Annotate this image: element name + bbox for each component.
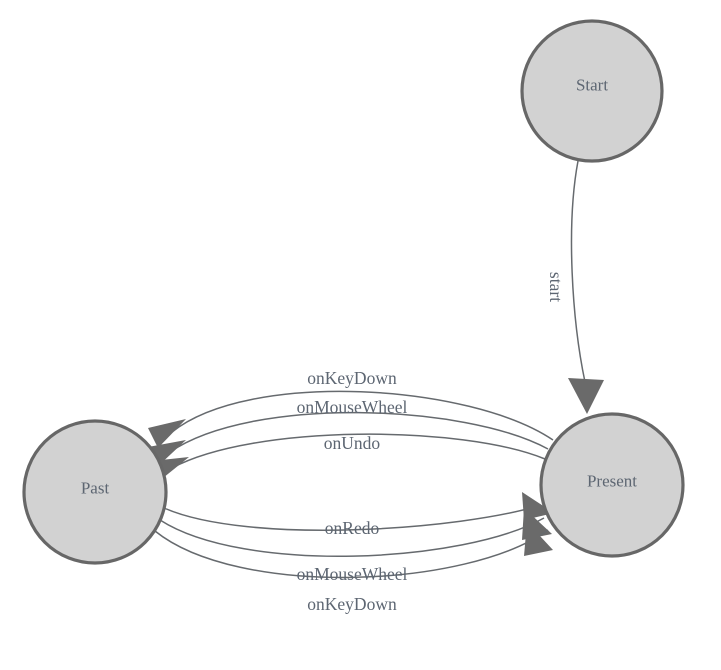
edge-onundo-path	[171, 433, 546, 469]
edge-onkeydown-upper-arrowhead	[148, 419, 186, 448]
node-past-label: Past	[81, 479, 110, 498]
edge-label-onredo: onRedo	[325, 518, 380, 538]
edge-start-path	[570, 160, 586, 383]
edge-label-onmousewheel-lower: onMouseWheel	[297, 564, 408, 584]
node-start[interactable]: Start	[520, 19, 664, 163]
node-past-circle	[22, 419, 168, 565]
node-present-label: Present	[587, 472, 637, 491]
edge-onkeydown-lower[interactable]	[154, 522, 553, 579]
edge-label-onkeydown-upper: onKeyDown	[307, 368, 397, 388]
edge-onkeydown-lower-path	[154, 529, 549, 579]
edge-label-onmousewheel-upper: onMouseWheel	[297, 397, 408, 417]
edge-onredo-path	[163, 504, 542, 531]
edge-label-start: start	[546, 272, 566, 302]
node-start-label: Start	[576, 76, 608, 95]
edge-onkeydown-lower-arrowhead	[524, 522, 553, 556]
node-present[interactable]: Present	[539, 412, 685, 558]
node-past[interactable]: Past	[22, 419, 168, 565]
edge-start-arrowhead	[568, 378, 604, 414]
edge-label-onkeydown-lower: onKeyDown	[307, 594, 397, 614]
edge-onkeydown-upper[interactable]	[148, 390, 554, 448]
edge-label-start-group: start	[546, 272, 566, 302]
node-present-circle	[539, 412, 685, 558]
edge-start[interactable]	[568, 160, 604, 414]
node-start-circle	[520, 19, 664, 163]
edge-onkeydown-upper-path	[171, 390, 554, 441]
edge-onmousewheel-lower-path	[159, 517, 545, 558]
edge-onmousewheel-upper-path	[169, 411, 549, 453]
edge-label-onundo: onUndo	[324, 433, 381, 453]
